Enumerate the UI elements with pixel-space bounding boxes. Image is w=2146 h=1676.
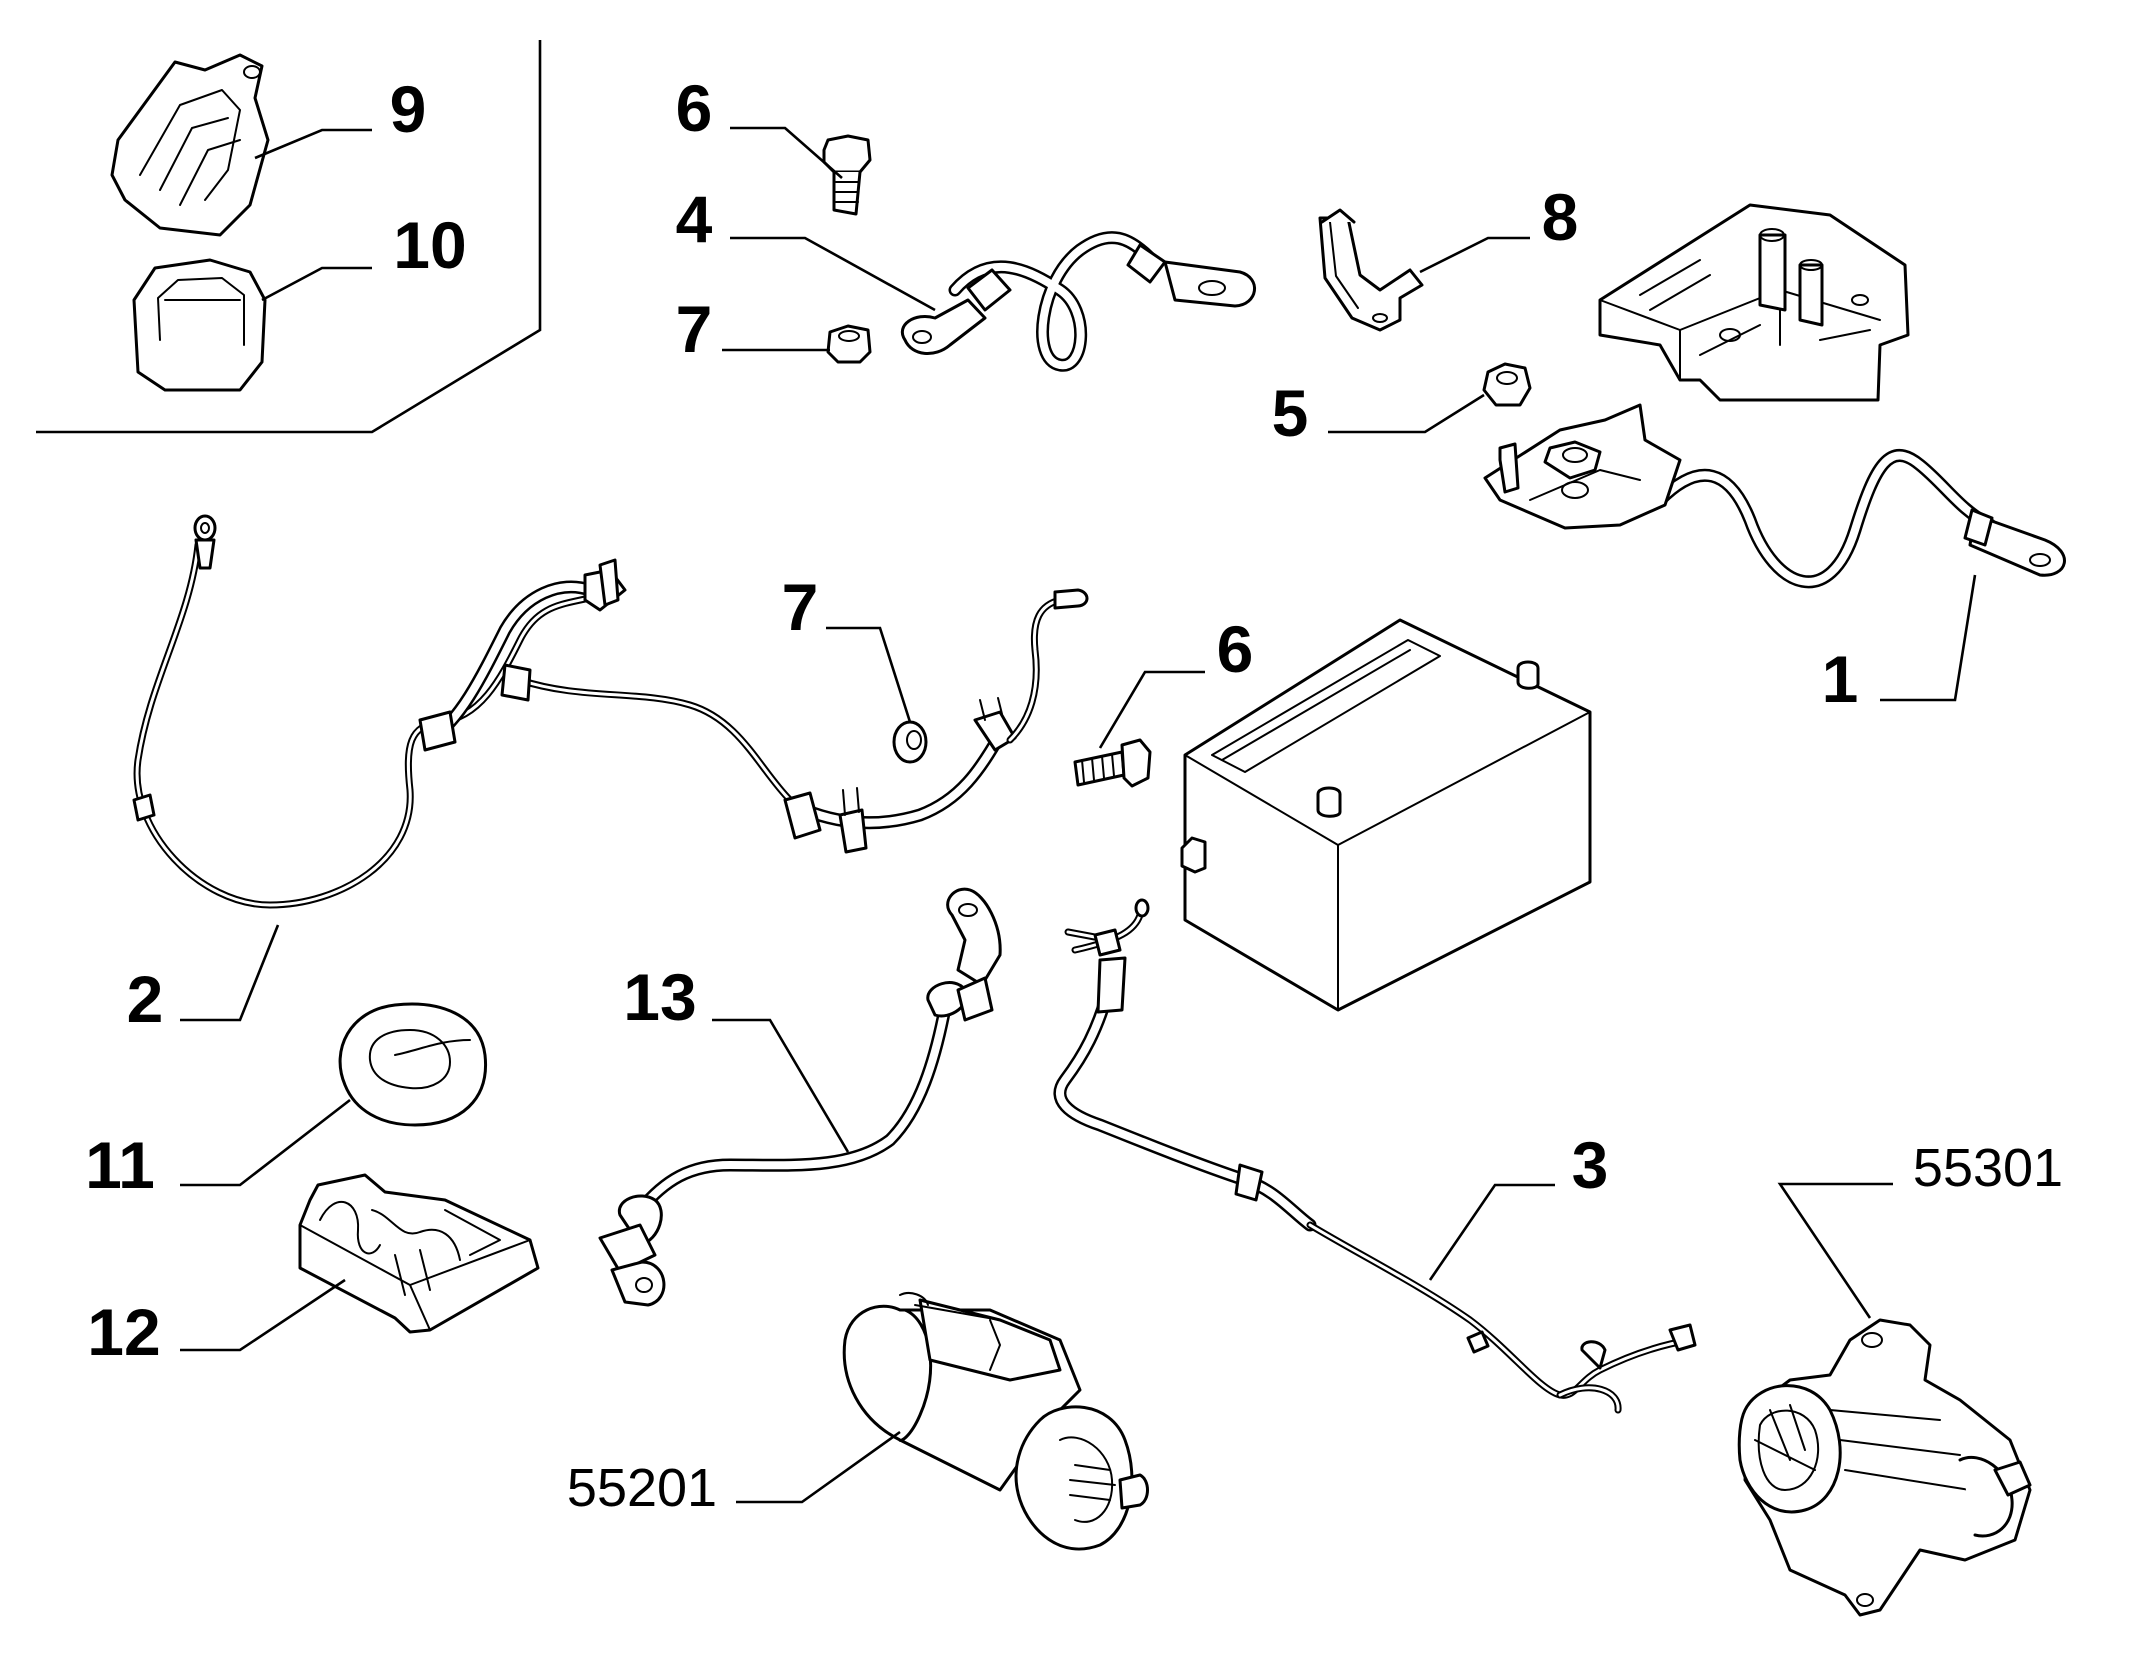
- callout-9: 9: [390, 72, 427, 146]
- leader-2: [180, 924, 280, 1022]
- leader-55201: [736, 1430, 901, 1504]
- callout-13: 13: [623, 960, 696, 1034]
- leader-3: [1428, 1183, 1555, 1281]
- callout-12: 12: [87, 1295, 160, 1369]
- callout-55201: 55201: [567, 1458, 717, 1518]
- leader-11: [180, 1098, 351, 1187]
- callout-7-middle: 7: [782, 570, 819, 644]
- callout-7: 7: [676, 292, 713, 366]
- part-11-round-grommet: [338, 1002, 488, 1127]
- leader-10: [261, 266, 372, 302]
- leader-8: [1419, 236, 1530, 274]
- leader-4: [730, 236, 936, 312]
- part-55301-alternator: [1737, 1318, 2032, 1617]
- leader-1: [1880, 574, 1977, 702]
- part-6-bolt-middle: [1073, 738, 1152, 788]
- part-5-hex-nut: [1482, 362, 1532, 407]
- callout-labels: 9 10 6 4 7 8 5 1 7 6 2 13 11 12 3 55301 …: [85, 71, 2063, 1518]
- callout-8: 8: [1542, 180, 1579, 254]
- leader-lines: [180, 126, 1977, 1504]
- leader-13: [712, 1018, 850, 1153]
- leader-7b: [826, 626, 912, 723]
- part-13-starter-cable: [598, 887, 1002, 1307]
- part-12-terminal-cover: [298, 1173, 540, 1334]
- callout-4: 4: [676, 182, 713, 256]
- leader-6a: [730, 126, 843, 179]
- leader-5: [1328, 393, 1485, 434]
- leader-9: [254, 128, 372, 160]
- battery: [1180, 618, 1592, 1012]
- callout-2: 2: [127, 962, 164, 1036]
- leader-55301: [1777, 1182, 1893, 1319]
- part-6-bolt-top: [822, 134, 872, 216]
- callout-6-middle: 6: [1217, 612, 1254, 686]
- part-3-long-cable: [1053, 898, 1697, 1414]
- part-1-positive-terminal-cable: [1483, 403, 2066, 589]
- part-2-ground-cable: [132, 514, 1089, 909]
- part-9-cable-clip: [110, 53, 270, 237]
- inset-box-rule: [36, 40, 542, 434]
- callout-1: 1: [1822, 642, 1859, 716]
- part-10-grommet-cap: [132, 258, 267, 392]
- callout-11: 11: [85, 1128, 155, 1202]
- callout-6: 6: [676, 71, 713, 145]
- callout-10: 10: [393, 208, 466, 282]
- fuse-box-housing: [1598, 203, 1910, 402]
- part-7-nut-top: [826, 324, 872, 364]
- part-4-short-battery-cable: [901, 231, 1257, 372]
- part-8-bracket: [1318, 208, 1424, 332]
- part-55201-starter-motor: [842, 1292, 1149, 1551]
- leader-6b: [1098, 670, 1205, 749]
- part-7-grommet-middle: [892, 720, 928, 764]
- callout-3: 3: [1572, 1128, 1609, 1202]
- callout-5: 5: [1272, 376, 1309, 450]
- callout-55301: 55301: [1913, 1138, 2063, 1198]
- leader-12: [180, 1278, 346, 1352]
